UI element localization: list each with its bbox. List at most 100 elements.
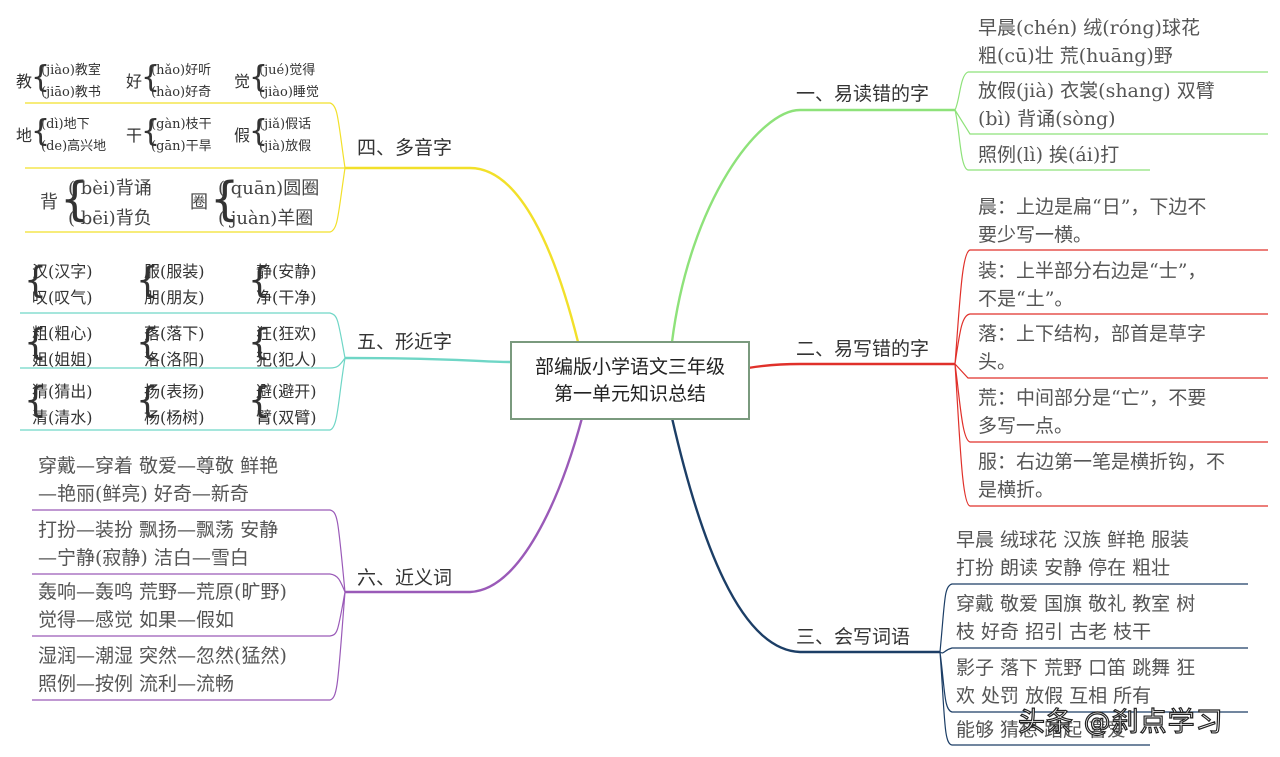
branch-label-1[interactable]: 一、易读错的字: [796, 83, 930, 105]
item-line: 欢 处罚 放假 互相 所有: [956, 685, 1152, 707]
branch-connector-6: [345, 417, 584, 594]
list-item: 打扮—装扮 飘扬—飘荡 安静 —宁静(寂静) 洁白—雪白: [38, 516, 278, 572]
branch-bracket-4: [25, 102, 346, 233]
item-line: 装：上半部分右边是“士”，: [978, 260, 1207, 282]
item-line: 打扮—装扮 飘扬—飘荡 安静: [38, 519, 279, 541]
brace-icon: {: [248, 380, 271, 421]
polyphone-reading-a: ( bèi)背诵: [68, 178, 152, 199]
item-line: 晨：上边是扁“日”，下边不: [978, 196, 1207, 218]
item-line: 湿润—潮湿 突然—忽然(猛然): [38, 645, 287, 667]
branch-connector-5: [344, 356, 511, 364]
item-line: 多写一点。: [978, 415, 1074, 437]
list-item: 装：上半部分右边是“士”， 不是“土”。: [978, 257, 1206, 313]
brace-icon: {: [210, 172, 240, 226]
polyphone-reading-a: (jiào)教室: [41, 63, 101, 78]
item-line: 穿戴 敬爱 国旗 敬礼 教室 树: [956, 593, 1196, 615]
similar-char-b: 杨(杨树): [144, 408, 205, 427]
similar-char-a: 粗(粗心): [32, 324, 93, 343]
item-line: 不是“土”。: [978, 288, 1074, 310]
similar-char-a: 狂(狂欢): [256, 324, 317, 343]
branch-bracket-2: [954, 249, 1268, 507]
polyphone-reading-b: ( bēi)背负: [68, 208, 152, 229]
brace-icon: {: [136, 322, 159, 363]
list-item: 影子 落下 荒野 口笛 跳舞 狂欢 处罚 放假 互相 所有: [956, 654, 1195, 710]
brace-icon: {: [24, 380, 47, 421]
branch-bracket-1: [954, 71, 1268, 171]
polyphone-reading-b: (gān)干旱: [151, 139, 212, 154]
item-line: 早晨 绒球花 汉族 鲜艳 服装: [956, 529, 1190, 551]
polyphone-char: 圈: [190, 192, 208, 213]
polyphone-char: 假: [234, 126, 251, 145]
branch-bracket-6: [32, 509, 346, 701]
polyphone-reading-b: (de)高兴地: [41, 139, 107, 154]
item-line: 照例—按例 流利—流畅: [38, 673, 235, 695]
polyphone-reading-a: (dì)地下: [41, 117, 90, 132]
list-item: 落：上下结构，部首是草字头。: [978, 320, 1206, 376]
branch-bracket-5: [20, 312, 346, 431]
branch-label-4[interactable]: 四、多音字: [357, 137, 453, 159]
item-line: 粗(cū)壮 荒(huāng)野: [978, 45, 1173, 67]
item-line: 头。: [978, 351, 1017, 373]
polyphone-reading-a: (jué)觉得: [259, 63, 316, 78]
item-line: 能够 猜想 踏起 喜爱: [956, 719, 1127, 741]
list-item: 穿戴—穿着 敬爱—尊敬 鲜艳—艳丽(鲜亮) 好奇—新奇: [38, 452, 278, 508]
polyphone-reading-a: (hǎo)好听: [151, 63, 212, 78]
watermark: 头条 @刹点学习: [1017, 706, 1224, 738]
item-line: 照例(lì) 挨(ái)打: [978, 144, 1120, 166]
similar-char-b: 犯(犯人): [256, 350, 317, 369]
similar-char-b: 朋(朋友): [144, 288, 205, 307]
similar-char-b: 叹(叹气): [32, 288, 93, 307]
similar-char-b: 清(清水): [32, 408, 93, 427]
branch-connector-1: [670, 108, 955, 343]
central-topic[interactable]: 部编版小学语文三年级 第一单元知识总结: [510, 341, 750, 420]
polyphone-reading-a: (jiǎ)假话: [259, 117, 312, 132]
polyphone-char: 觉: [234, 72, 251, 91]
item-line: 落：上下结构，部首是草字: [978, 323, 1207, 345]
brace-icon: {: [249, 114, 269, 149]
list-item: 早晨 绒球花 汉族 鲜艳 服装打扮 朗读 安静 停在 粗壮: [956, 526, 1189, 582]
similar-char-b: 净(干净): [256, 288, 317, 307]
item-line: —艳丽(鲜亮) 好奇—新奇: [38, 483, 249, 505]
polyphone-reading-b: (hào)好奇: [151, 85, 212, 100]
similar-char-a: 静(安静): [256, 262, 317, 281]
item-line: 影子 落下 荒野 口笛 跳舞 狂: [956, 657, 1196, 679]
list-item: 湿润—潮湿 突然—忽然(猛然) 照例—按例 流利—流畅: [38, 642, 287, 698]
similar-char-b: 洛(洛阳): [144, 350, 205, 369]
item-line: 早晨(chén) 绒(róng)球花: [978, 17, 1200, 39]
branch-bracket-3: [939, 583, 1248, 746]
brace-icon: {: [249, 60, 269, 95]
list-item: 早晨(chén) 绒(róng)球花 粗(cū)壮 荒(huāng)野: [978, 14, 1200, 70]
branch-label-6[interactable]: 六、近义词: [357, 567, 453, 589]
branch-connector-2: [747, 362, 955, 370]
list-item: 放假(jià) 衣裳(shang) 双臂 (bì) 背诵(sòng): [978, 77, 1215, 133]
item-line: 觉得—感觉 如果—假如: [38, 609, 235, 631]
item-line: 服：右边第一笔是横折钩，不: [978, 451, 1226, 473]
polyphone-char: 教: [16, 72, 33, 91]
polyphone-char: 地: [16, 126, 33, 145]
brace-icon: {: [60, 172, 90, 226]
polyphone-char: 干: [126, 126, 143, 145]
branch-label-5[interactable]: 五、形近字: [357, 331, 453, 353]
item-line: 要少写一横。: [978, 224, 1093, 246]
list-item: 晨：上边是扁“日”，下边不要少写一横。: [978, 193, 1206, 249]
brace-icon: {: [31, 114, 51, 149]
central-topic-line-1: 部编版小学语文三年级: [534, 355, 725, 378]
brace-icon: {: [24, 260, 47, 301]
item-line: 轰响—轰鸣 荒野—荒原(旷野): [38, 581, 287, 603]
similar-char-b: 臂(双臂): [256, 408, 317, 427]
list-item: 轰响—轰鸣 荒野—荒原(旷野) 觉得—感觉 如果—假如: [38, 578, 287, 634]
item-line: 枝 好奇 招引 古老 枝干: [956, 621, 1152, 643]
item-line: 是横折。: [978, 479, 1055, 501]
branch-label-3[interactable]: 三、会写词语: [796, 626, 911, 648]
polyphone-reading-b: (jiào)睡觉: [259, 85, 319, 100]
item-line: —宁静(寂静) 洁白—雪白: [38, 547, 249, 569]
item-line: 荒：中间部分是“亡”，不要: [978, 387, 1207, 409]
similar-char-a: 汉(汉字): [32, 262, 93, 281]
item-line: (bì) 背诵(sòng): [978, 108, 1116, 130]
branch-label-2[interactable]: 二、易写错的字: [796, 338, 930, 360]
branch-connector-3: [670, 417, 940, 654]
polyphone-reading-a: ( quān)圆圈: [218, 178, 320, 199]
brace-icon: {: [136, 260, 159, 301]
brace-icon: {: [141, 114, 161, 149]
